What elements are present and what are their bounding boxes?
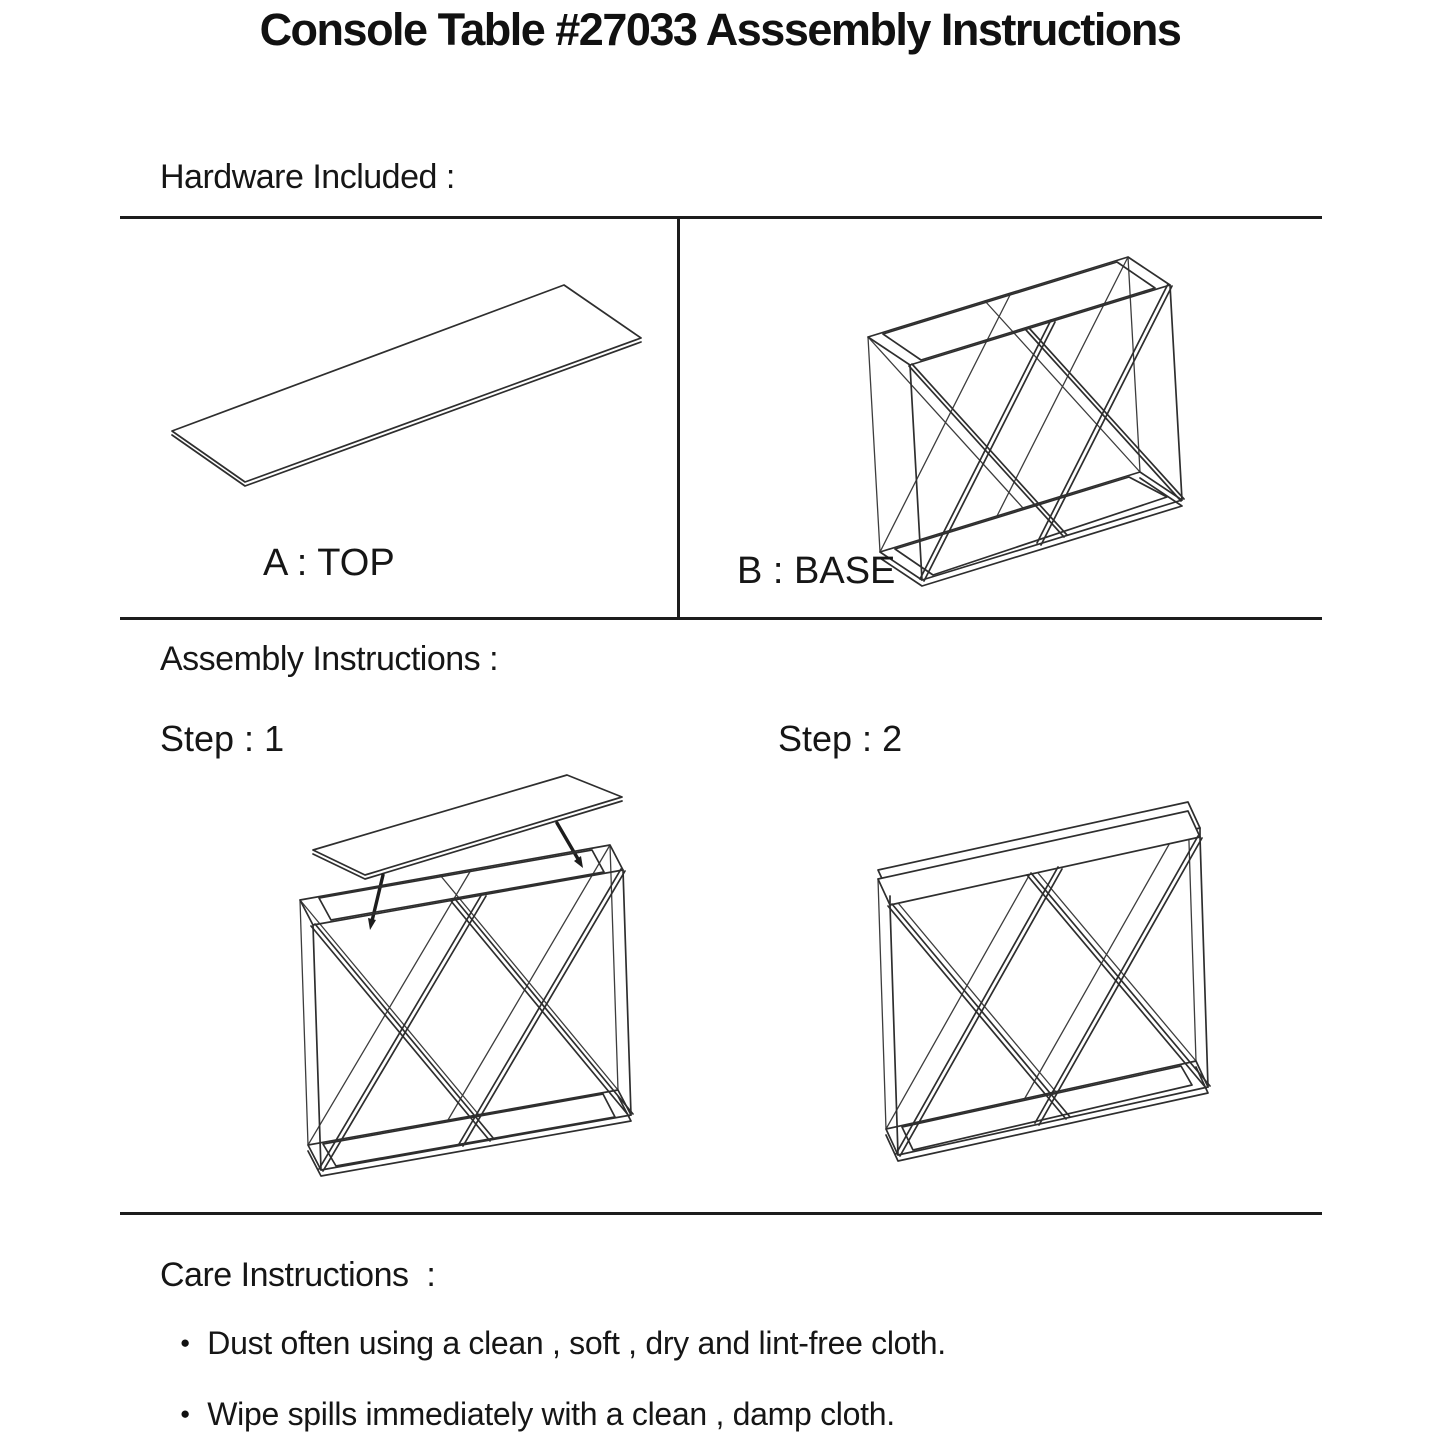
base-drawing <box>855 245 1225 615</box>
part-label-base: B : BASE <box>737 550 896 592</box>
down-arrow-icon <box>555 821 583 868</box>
care-bullet-2: Wipe spills immediately with a clean , d… <box>207 1396 895 1432</box>
page-title: Console Table #27033 Asssembly Instructi… <box>259 4 1182 55</box>
step1-drawing <box>255 765 715 1195</box>
hardware-heading: Hardware Included : <box>160 158 455 196</box>
bullet-icon: ● <box>180 1404 191 1423</box>
divider-middle <box>120 617 1322 620</box>
divider-bottom <box>120 1212 1322 1215</box>
part-label-top: A : TOP <box>263 542 395 584</box>
top-panel-drawing <box>140 255 670 495</box>
care-list: ● Dust often using a clean , soft , dry … <box>180 1322 1340 1435</box>
list-item: ● Dust often using a clean , soft , dry … <box>180 1322 1340 1364</box>
divider-top <box>120 216 1322 219</box>
care-heading: Care Instructions : <box>160 1256 436 1294</box>
step2-drawing <box>845 775 1225 1175</box>
divider-vertical <box>677 216 680 619</box>
down-arrow-icon <box>368 873 385 930</box>
care-bullet-1: Dust often using a clean , soft , dry an… <box>207 1325 946 1361</box>
assembly-heading: Assembly Instructions : <box>160 640 499 678</box>
step2-label: Step : 2 <box>778 718 903 759</box>
bullet-icon: ● <box>180 1333 191 1352</box>
step1-label: Step : 1 <box>160 718 285 759</box>
list-item: ● Wipe spills immediately with a clean ,… <box>180 1393 1340 1435</box>
